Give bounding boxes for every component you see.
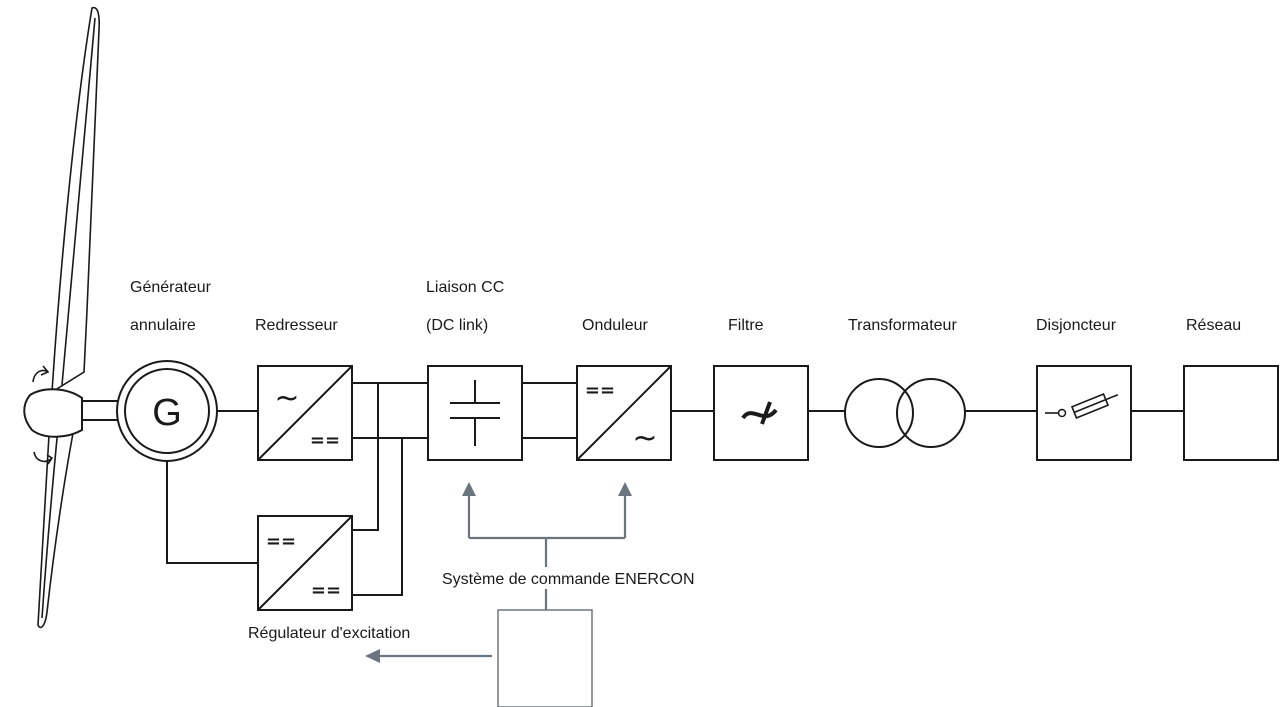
lower-blade <box>37 416 75 629</box>
rectifier-dc-symbol: == <box>310 430 340 451</box>
rotor-hub <box>23 388 83 438</box>
wire-excitation-dc-top <box>352 383 379 531</box>
filter-label: Filtre <box>728 317 764 334</box>
grid-label: Réseau <box>1186 317 1241 334</box>
wire-excitation-dc-bottom <box>352 438 403 596</box>
breaker-block <box>1036 365 1132 461</box>
generator-label-line2: annulaire <box>130 317 196 334</box>
rectifier-label: Redresseur <box>255 317 338 334</box>
generator-inner-ring <box>124 368 210 454</box>
control-arrow-dc-link <box>462 482 476 496</box>
control-system-label: Système de commande ENERCON <box>442 571 695 588</box>
transformer-secondary-winding <box>896 378 966 448</box>
control-arrow-inverter <box>618 482 632 496</box>
generator-label-line1: Générateur <box>130 279 212 296</box>
ring-generator: G <box>116 360 218 462</box>
inverter-diagonal <box>576 365 672 461</box>
rotation-arrow-upper-head <box>40 365 50 376</box>
filter-symbol <box>741 401 778 425</box>
generator-symbol: G <box>152 392 182 434</box>
control-system-box <box>497 609 593 707</box>
upper-blade-edge <box>61 17 96 386</box>
lower-blade-edge <box>41 427 59 619</box>
excitation-dc-in-symbol: == <box>266 531 296 552</box>
rotation-arrow-lower-head <box>46 454 54 465</box>
transformer-block <box>844 378 966 448</box>
breaker-label: Disjoncteur <box>1036 317 1117 334</box>
power-connections <box>166 382 1184 596</box>
dc-link-label-line2: (DC link) <box>426 317 488 334</box>
control-label-backdrop <box>440 567 766 589</box>
rectifier-diagonal <box>257 365 353 461</box>
rotor-shaft <box>82 400 120 421</box>
grid-block <box>1183 365 1279 461</box>
excitation-diagonal <box>257 515 353 611</box>
breaker-contact <box>1057 408 1067 418</box>
upper-blade <box>51 6 100 394</box>
breaker-fuse-icon <box>1070 393 1119 419</box>
control-system <box>365 482 632 707</box>
transformer-primary-winding <box>844 378 914 448</box>
excitation-dc-out-symbol: == <box>311 580 341 601</box>
rectifier-block: ~ == <box>257 365 353 461</box>
fuse-lead <box>1105 394 1119 401</box>
inverter-dc-symbol: == <box>585 380 615 401</box>
dc-link-label-line1: Liaison CC <box>426 279 504 296</box>
wire-generator-excitation <box>166 461 258 564</box>
excitation-label: Régulateur d'excitation <box>248 625 410 642</box>
filter-block <box>713 365 809 461</box>
grid-box <box>1183 365 1279 461</box>
rectifier-ac-symbol: ~ <box>274 381 299 416</box>
filter-box <box>713 365 809 461</box>
control-arrow-excitation <box>365 649 380 663</box>
wind-turbine-rotor <box>23 6 120 629</box>
excitation-regulator-block: == == <box>257 515 353 611</box>
inverter-label: Onduleur <box>582 317 648 334</box>
inverter-ac-symbol: ~ <box>632 421 657 456</box>
fuse-wire <box>1073 398 1107 414</box>
dc-link-block <box>427 365 523 461</box>
inverter-block: == ~ <box>576 365 672 461</box>
transformer-label: Transformateur <box>848 317 957 334</box>
